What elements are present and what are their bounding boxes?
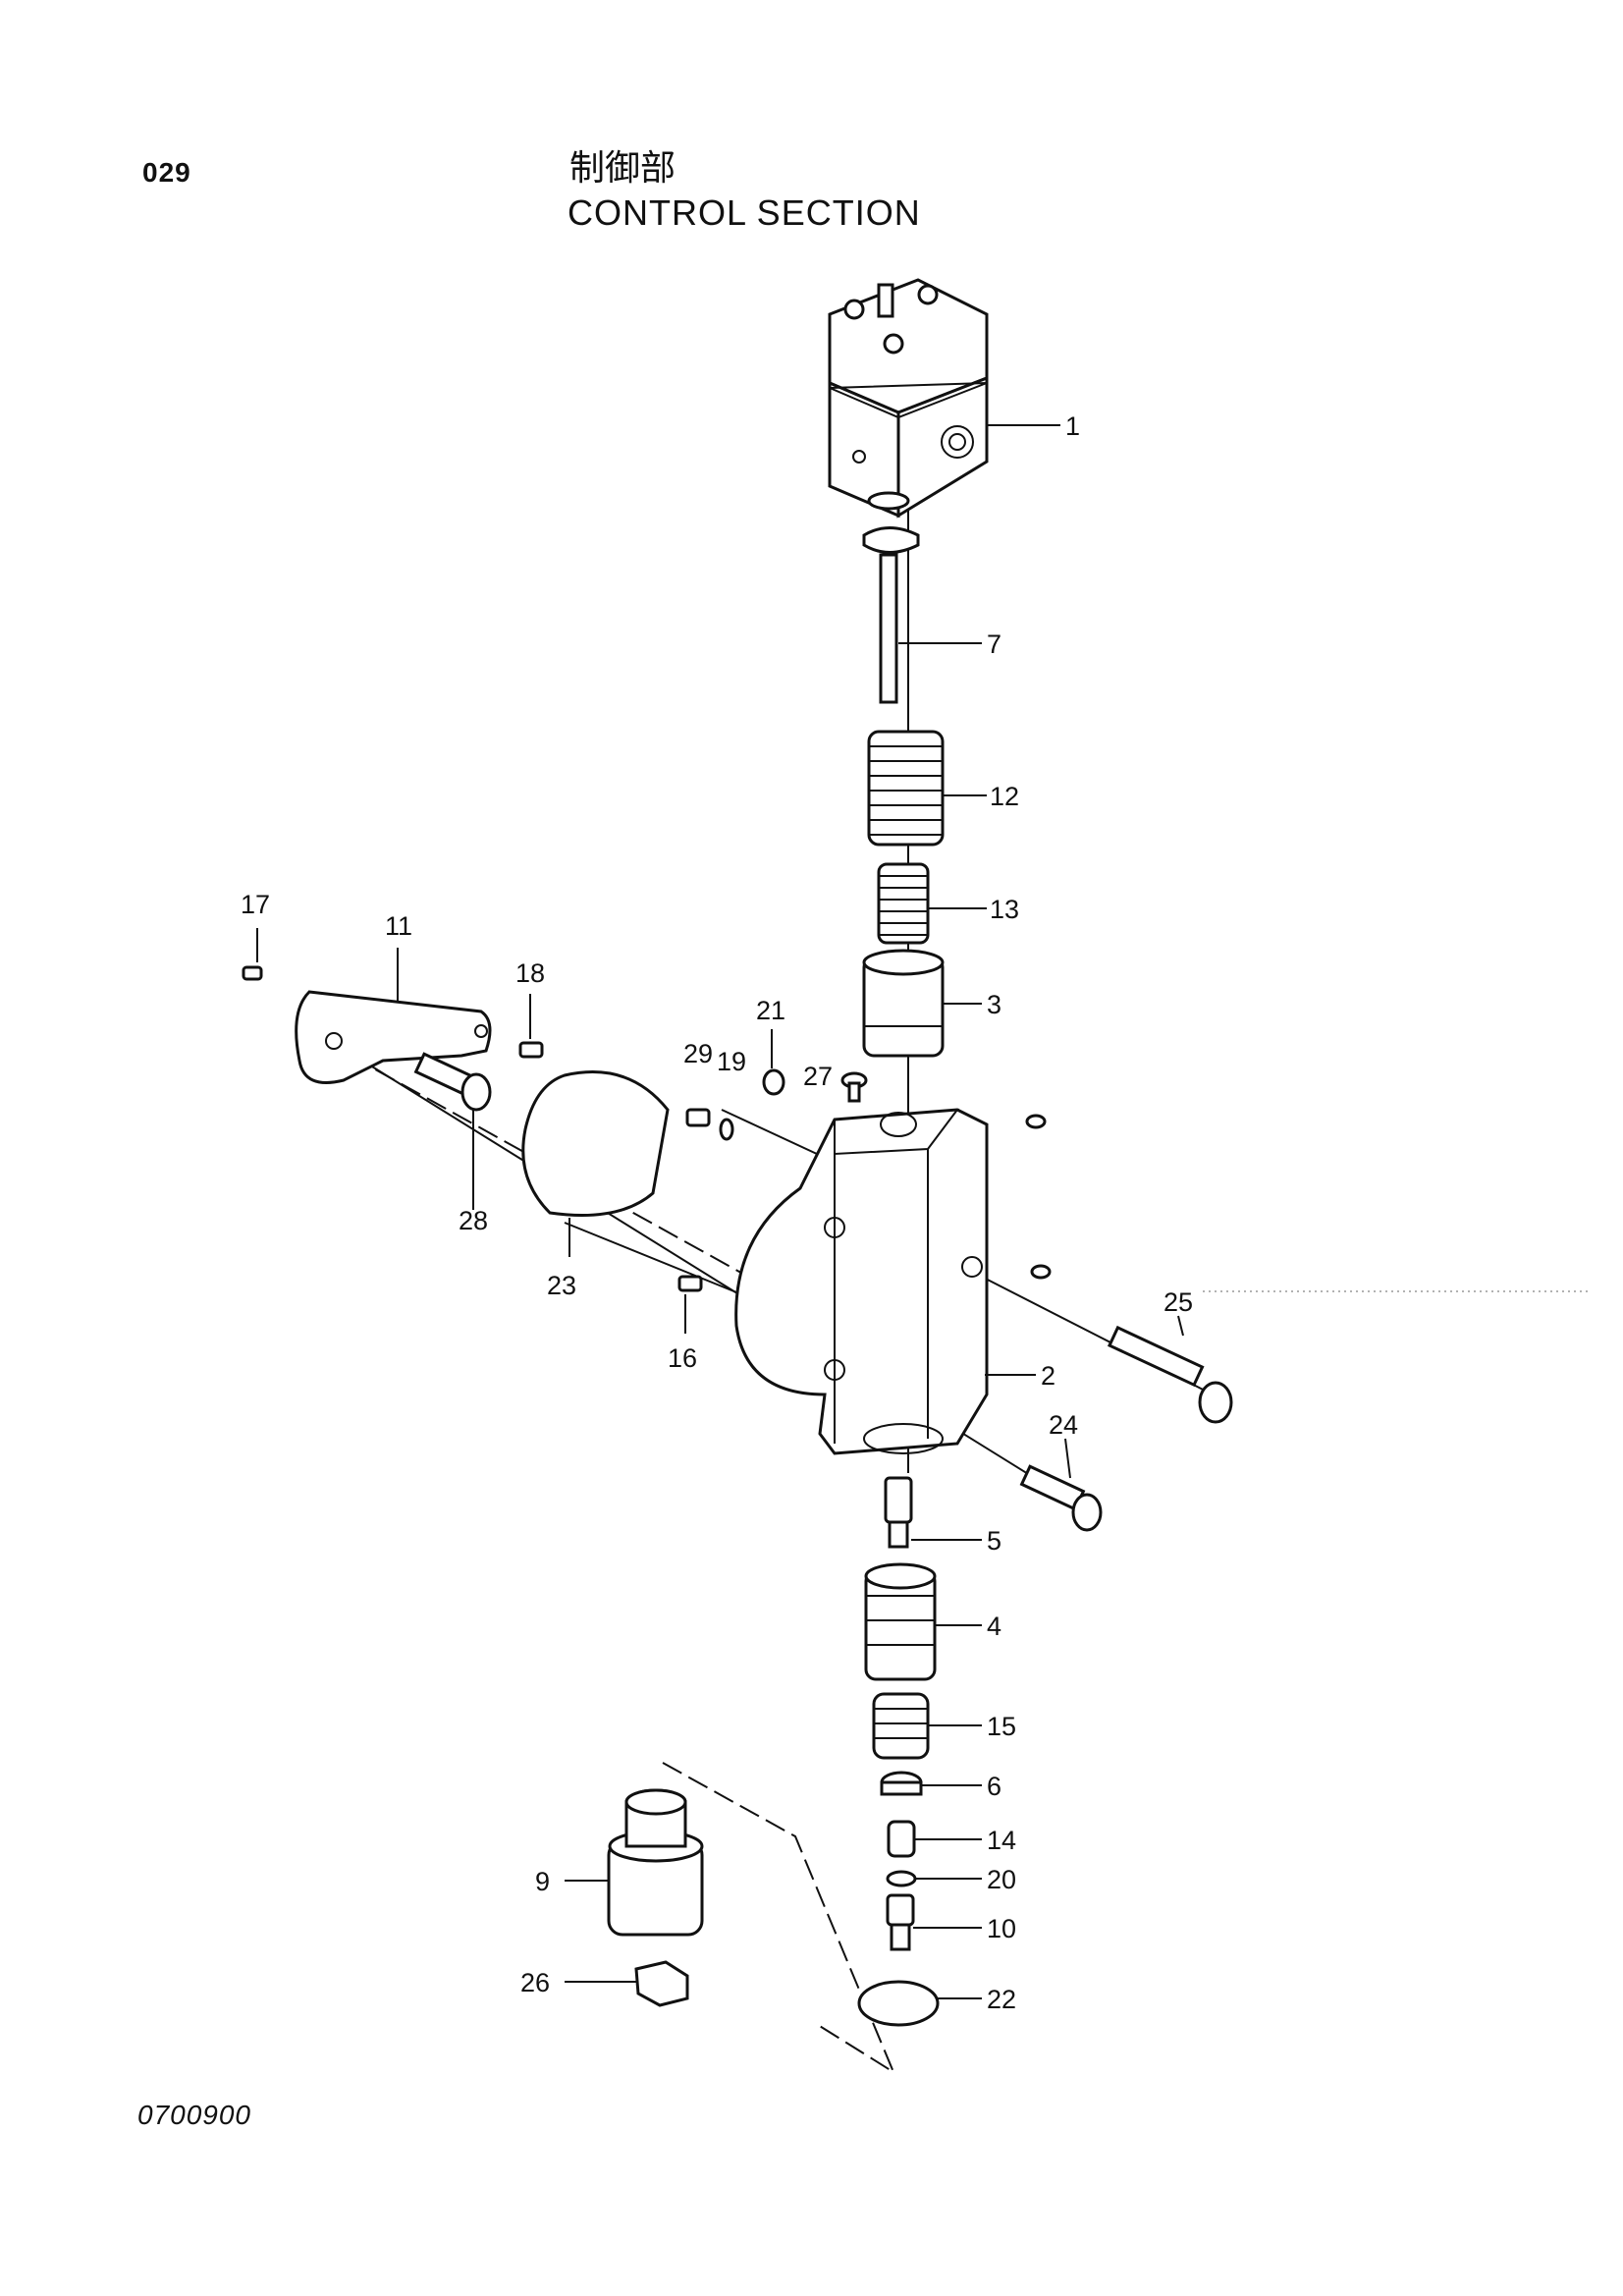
spring-part-12 — [867, 730, 945, 847]
solenoid-block-part-1 — [828, 278, 989, 519]
title-japanese: 制御部 — [569, 148, 676, 189]
bolt-part-24 — [1019, 1464, 1103, 1532]
screw-part-27 — [840, 1071, 868, 1103]
pin-part-18 — [518, 1041, 544, 1059]
callout-13: 13 — [990, 895, 1019, 924]
leader-lines — [256, 424, 1184, 1999]
callout-18: 18 — [515, 958, 545, 988]
o-ring-part-21 — [762, 1068, 785, 1096]
poppet-part-10 — [886, 1893, 915, 1951]
valve-body-part-2 — [734, 1108, 989, 1455]
callout-27: 27 — [803, 1062, 833, 1091]
callout-28: 28 — [459, 1206, 488, 1235]
cover-axis — [564, 1222, 747, 1297]
callout-10: 10 — [987, 1914, 1016, 1943]
seat-part-6 — [880, 1771, 923, 1796]
callout-1: 1 — [1065, 411, 1080, 441]
callout-19: 19 — [717, 1047, 746, 1076]
callout-21: 21 — [756, 996, 785, 1025]
callout-24: 24 — [1049, 1410, 1078, 1440]
callout-22: 22 — [987, 1985, 1016, 2014]
sleeve-part-3 — [862, 949, 945, 1058]
callout-9: 9 — [535, 1867, 550, 1896]
callout-4: 4 — [987, 1612, 1001, 1641]
body-screws — [1025, 1114, 1052, 1280]
o-ring-part-19 — [719, 1118, 734, 1141]
plug-assembly-path — [662, 1762, 896, 2075]
spring-part-13 — [877, 862, 930, 945]
nut-part-26 — [634, 1960, 689, 2007]
callout-16: 16 — [668, 1343, 697, 1373]
callout-23: 23 — [547, 1271, 576, 1300]
spring-part-14 — [887, 1820, 916, 1858]
spool-part-4 — [864, 1562, 937, 1681]
o-ring-part-22 — [857, 1980, 940, 2027]
callout-29: 29 — [683, 1039, 713, 1068]
plug-part-9 — [607, 1788, 704, 1937]
pin-part-16 — [677, 1275, 703, 1292]
bolt-part-28 — [413, 1052, 492, 1112]
rod-part-7 — [862, 526, 920, 704]
callout-25: 25 — [1163, 1287, 1193, 1317]
bolt-part-25 — [1107, 1325, 1233, 1424]
callout-7: 7 — [987, 629, 1001, 659]
callout-labels: 1 7 12 13 3 17 11 18 21 29 19 27 28 23 1… — [241, 411, 1193, 2014]
callout-26: 26 — [520, 1968, 550, 1997]
callout-6: 6 — [987, 1772, 1001, 1801]
callout-15: 15 — [987, 1712, 1016, 1741]
callout-17: 17 — [241, 890, 270, 919]
title-english: CONTROL SECTION — [568, 192, 921, 233]
callout-2: 2 — [1041, 1361, 1055, 1391]
document-code: 0700900 — [137, 2100, 252, 2130]
o-ring-part-20 — [886, 1870, 917, 1887]
callout-20: 20 — [987, 1865, 1016, 1894]
callout-11: 11 — [385, 911, 412, 941]
page-number: 029 — [142, 157, 191, 188]
callout-12: 12 — [990, 782, 1019, 811]
bolt-axis-lower — [338, 1045, 1091, 1513]
spring-part-15 — [872, 1692, 930, 1760]
callout-14: 14 — [987, 1826, 1016, 1855]
pin-part-17 — [242, 965, 263, 981]
callout-5: 5 — [987, 1526, 1001, 1556]
gasket-part-23 — [521, 1070, 670, 1217]
stem-part-5 — [884, 1476, 913, 1549]
plug-part-29 — [685, 1108, 711, 1127]
lever-part-11 — [295, 990, 492, 1084]
callout-3: 3 — [987, 990, 1001, 1019]
